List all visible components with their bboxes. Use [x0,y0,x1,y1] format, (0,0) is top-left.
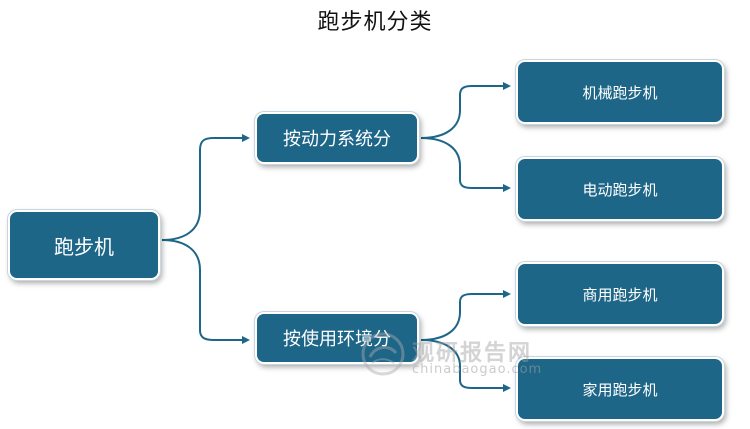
category-node-usage-environment: 按使用环境分 [255,312,419,364]
connector-power-to-mechanical [420,82,511,139]
connector-environment-to-commercial [420,290,511,341]
watermark-brand: 观研报告网 [412,341,533,366]
leaf-node-electric-treadmill: 电动跑步机 [516,157,724,221]
connector-environment-to-home [420,339,511,392]
category-node-power-system: 按动力系统分 [255,112,419,164]
connector-root-to-power [161,134,250,241]
connector-power-to-electric [420,137,511,192]
diagram-title: 跑步机分类 [317,10,433,35]
watermark-logo-icon [361,332,405,376]
leaf-node-mechanical-treadmill: 机械跑步机 [516,60,724,124]
leaf-node-home-treadmill: 家用跑步机 [516,357,724,421]
leaf-node-commercial-treadmill: 商用跑步机 [516,262,724,326]
watermark-url: chinabaogao.com [412,362,543,377]
connector-root-to-environment [161,239,250,344]
root-node: 跑步机 [8,210,160,280]
